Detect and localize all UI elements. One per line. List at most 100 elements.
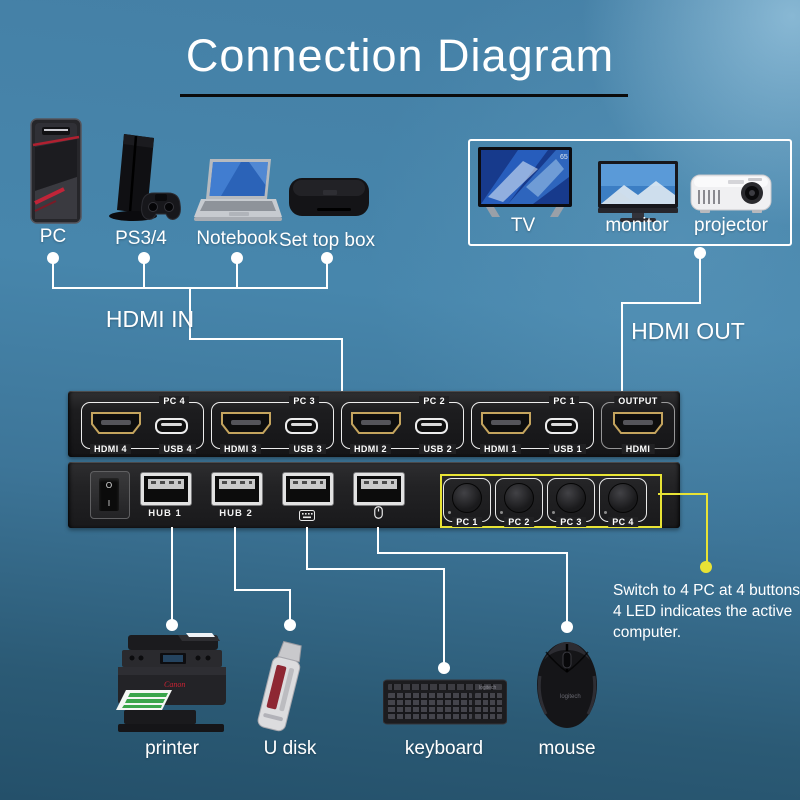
led-indicator: [448, 511, 451, 514]
wire-printer: [171, 527, 173, 622]
source-label-pc: PC: [39, 226, 67, 247]
power-rocker: O I: [99, 478, 119, 511]
wire-dot-printer: [166, 619, 178, 631]
wire-hdmi-in-drop: [189, 287, 191, 340]
set-top-box-icon: [287, 170, 371, 229]
wire-dot-mouse: [561, 621, 573, 633]
monitor-icon: [598, 161, 678, 228]
usb-keyboard-port: [282, 472, 334, 506]
group-label: OUTPUT: [614, 396, 662, 406]
button-label: PC 4: [608, 517, 638, 527]
select-button-pc3: PC 3: [547, 478, 595, 527]
usb-port-label: USB 3: [289, 444, 326, 454]
wire-hdmi-out-horizontal: [621, 302, 701, 304]
wire-buttons-horizontal: [658, 493, 708, 495]
wire-dot-ps34: [138, 252, 150, 264]
hdmi-port-label: HDMI 2: [350, 444, 391, 454]
wire-dot-notebook: [231, 252, 243, 264]
wire-dot-settopbox: [321, 252, 333, 264]
peripheral-label-printer: printer: [145, 738, 199, 759]
select-button-pc2: PC 2: [495, 478, 543, 527]
wire-udisk-down: [289, 589, 291, 622]
hdmi-port-label: HDMI: [621, 444, 655, 454]
power-switch: O I: [90, 471, 130, 519]
usb-port-label: USB 4: [159, 444, 196, 454]
led-indicator: [604, 511, 607, 514]
usb-port-icon: [545, 418, 578, 434]
button-label: PC 2: [504, 517, 534, 527]
display-label-tv: TV: [510, 215, 536, 236]
svg-text:65: 65: [560, 154, 568, 161]
button-cap: [504, 483, 534, 513]
select-button-pc1: PC 1: [443, 478, 491, 527]
buttons-annotation: Switch to 4 PC at 4 buttons, 4 LED indic…: [613, 580, 800, 643]
peripheral-label-udisk: U disk: [263, 738, 317, 759]
peripheral-label-keyboard: keyboard: [404, 738, 484, 759]
hdmi-port-label: HDMI 4: [90, 444, 131, 454]
button-cap: [608, 483, 638, 513]
power-on-label: I: [107, 499, 111, 508]
group-label: PC 4: [159, 396, 189, 406]
hdmi-port-icon: [479, 411, 533, 441]
keyboard-icon: logitech: [382, 676, 508, 733]
peripheral-label-mouse: mouse: [538, 738, 596, 759]
group-label: PC 3: [289, 396, 319, 406]
wire-ps34-stub: [143, 262, 145, 289]
hdmi-in-label: HDMI IN: [105, 306, 195, 332]
ps4-console-icon: [102, 132, 184, 232]
usb-hub2-port: [211, 472, 263, 506]
led-indicator: [500, 511, 503, 514]
udisk-icon: [246, 634, 314, 745]
wire-mouse-drop: [377, 527, 379, 554]
wire-dot-pc: [47, 252, 59, 264]
source-label-notebook: Notebook: [196, 228, 278, 249]
power-off-label: O: [105, 481, 113, 490]
usb-hub1-port: [140, 472, 192, 506]
port-group-output: OUTPUT HDMI: [601, 396, 675, 454]
wire-settopbox-stub: [326, 262, 328, 289]
wire-hdmi-out-stub: [699, 257, 701, 304]
wire-keyboard-horizontal: [306, 568, 445, 570]
display-devices-box: [468, 139, 792, 246]
svg-text:Canon: Canon: [164, 680, 185, 689]
select-button-pc4: PC 4: [599, 478, 647, 527]
wire-keyboard-down: [443, 568, 445, 665]
hdmi-port-icon: [611, 411, 665, 441]
notebook-icon: [191, 157, 283, 232]
hdmi-out-label: HDMI OUT: [631, 318, 745, 344]
annotation-line: computer.: [613, 624, 682, 641]
wire-hdmi-in-to-switch: [341, 338, 343, 393]
wire-dot-keyboard: [438, 662, 450, 674]
wire-udisk-horizontal: [234, 589, 291, 591]
switch-usb-panel: O I HUB 1 HUB 2 PC 1 PC 2 PC 3: [68, 462, 680, 528]
wire-buttons-drop: [706, 493, 708, 565]
button-label: PC 1: [452, 517, 482, 527]
usb-port-icon: [285, 418, 318, 434]
wire-dot-buttons: [700, 561, 712, 573]
button-cap: [556, 483, 586, 513]
display-label-monitor: monitor: [605, 215, 669, 236]
wire-dot-display: [694, 247, 706, 259]
svg-text:logitech: logitech: [479, 685, 496, 691]
wire-udisk-drop: [234, 527, 236, 591]
display-label-projector: projector: [694, 215, 768, 236]
group-label: PC 1: [549, 396, 579, 406]
switch-hdmi-panel: PC 4 HDMI 4 USB 4 PC 3 HDMI 3 USB 3 PC 2…: [68, 391, 680, 457]
page-title: Connection Diagram: [185, 30, 615, 81]
hdmi-port-label: HDMI 3: [220, 444, 261, 454]
pc-tower-icon: [26, 117, 86, 230]
usb-port-icon: [155, 418, 188, 434]
usb-port-label: USB 2: [419, 444, 456, 454]
annotation-line: 4 LED indicates the active: [613, 603, 793, 620]
led-indicator: [552, 511, 555, 514]
wire-hdmi-in-horizontal: [189, 338, 343, 340]
port-group-pc4: PC 4 HDMI 4 USB 4: [81, 396, 204, 454]
usb-port-icon: [415, 418, 448, 434]
printer-icon: Canon: [116, 632, 228, 739]
wire-keyboard-drop: [306, 527, 308, 570]
hub1-label: HUB 1: [148, 508, 182, 519]
source-label-settopbox: Set top box: [278, 230, 376, 251]
annotation-line: Switch to 4 PC at 4 buttons,: [613, 582, 800, 599]
hdmi-port-icon: [349, 411, 403, 441]
usb-mouse-port: [353, 472, 405, 506]
